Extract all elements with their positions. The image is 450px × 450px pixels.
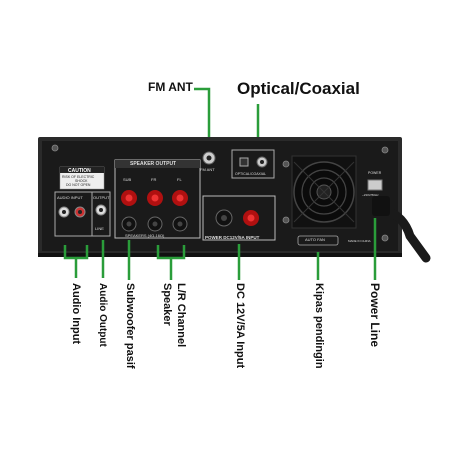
speaker-output-panel-label: SPEAKER OUTPUT [130, 161, 177, 167]
audio-input-callout: Audio Input [70, 283, 82, 345]
top-callout-lines [194, 87, 260, 140]
caution-line-3: DO NOT OPEN [66, 183, 91, 187]
caution-line-2: SHOCK [75, 179, 88, 183]
optical-coaxial-panel-label: OPTICAL/COAXIAL [235, 172, 267, 176]
lr-channel-callout: L/R Channel Speaker [161, 283, 187, 348]
optical-coaxial-callout: Optical/Coaxial [237, 79, 360, 98]
dc-input-block [202, 195, 276, 241]
power-switch [367, 179, 383, 191]
bottom-callout-lines [63, 218, 377, 280]
fm-ant-panel-label: FM ANT [200, 167, 215, 172]
line-panel-label: LINE [95, 226, 104, 231]
fr-panel-label: FR [151, 177, 157, 182]
power-input-panel-label: POWER DC12V/5A INPUT [205, 235, 260, 240]
audio-io-block [54, 191, 111, 237]
speakers-panel-label: SPEAKERS (4Ω-16Ω) [125, 233, 165, 238]
voltage-panel-label: ~230V/50Hz [362, 193, 379, 197]
audio-output-callout: Audio Output [97, 283, 108, 347]
caution-title: CAUTION [68, 168, 91, 174]
audio-input-panel-label: AUDIO INPUT [57, 195, 83, 200]
auto-fan-label-box [297, 235, 339, 246]
fm-ant-callout: FM ANT [148, 80, 193, 94]
sub-panel-label: SUB [123, 177, 132, 182]
dc-input-callout: DC 12V/5A Input [234, 283, 246, 369]
output-panel-label: OUTPUT [93, 195, 110, 200]
subwoofer-callout: Subwoofer pasif [124, 283, 136, 369]
optical-coaxial-block [231, 149, 275, 179]
power-cable [372, 196, 431, 263]
power-line-callout: Power Line [368, 283, 382, 348]
speaker-terminals-red [121, 190, 188, 206]
cooling-fan [291, 155, 357, 229]
caution-line-1: RISK OF ELECTRIC [62, 175, 95, 179]
power-panel-label: POWER [368, 171, 382, 175]
fl-panel-label: FL [177, 177, 182, 182]
screws [51, 144, 389, 242]
speaker-terminals-black [121, 216, 188, 232]
made-in-panel-label: MADE IN CHINA [348, 239, 371, 243]
fan-callout: Kipas pendingin [313, 283, 325, 369]
rca-jacks [58, 204, 107, 218]
auto-fan-panel-label: AUTO FAN [305, 237, 325, 242]
